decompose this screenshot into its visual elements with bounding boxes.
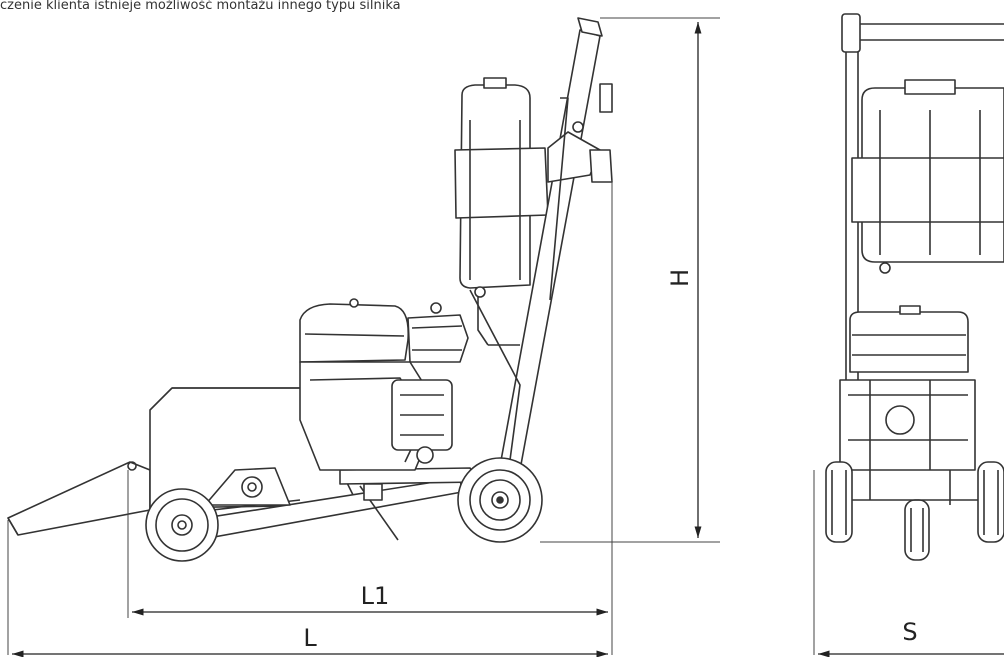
front-engine [839, 305, 976, 505]
engine [299, 298, 469, 471]
front-view-wheels [825, 461, 1004, 561]
handle-mast [469, 17, 613, 471]
front-wheel [145, 488, 219, 562]
caption-text: czenie klienta istnieje możliwość montaż… [0, 0, 401, 13]
front-water-tank [851, 79, 1004, 274]
length-total-dimension-label: L [303, 624, 317, 652]
width-dimension-label: S [902, 618, 917, 646]
side-view [7, 17, 613, 562]
rear-wheel [457, 457, 543, 543]
length-inner-dimension-label: L1 [361, 582, 390, 610]
front-blade-guide [7, 461, 151, 536]
height-dimension-label: H [666, 269, 694, 287]
dimension-lines-side [7, 17, 720, 657]
dimension-lines-front [813, 470, 1004, 657]
water-tank [454, 77, 549, 346]
front-view [825, 13, 1004, 561]
pivot-bracket [204, 467, 291, 506]
